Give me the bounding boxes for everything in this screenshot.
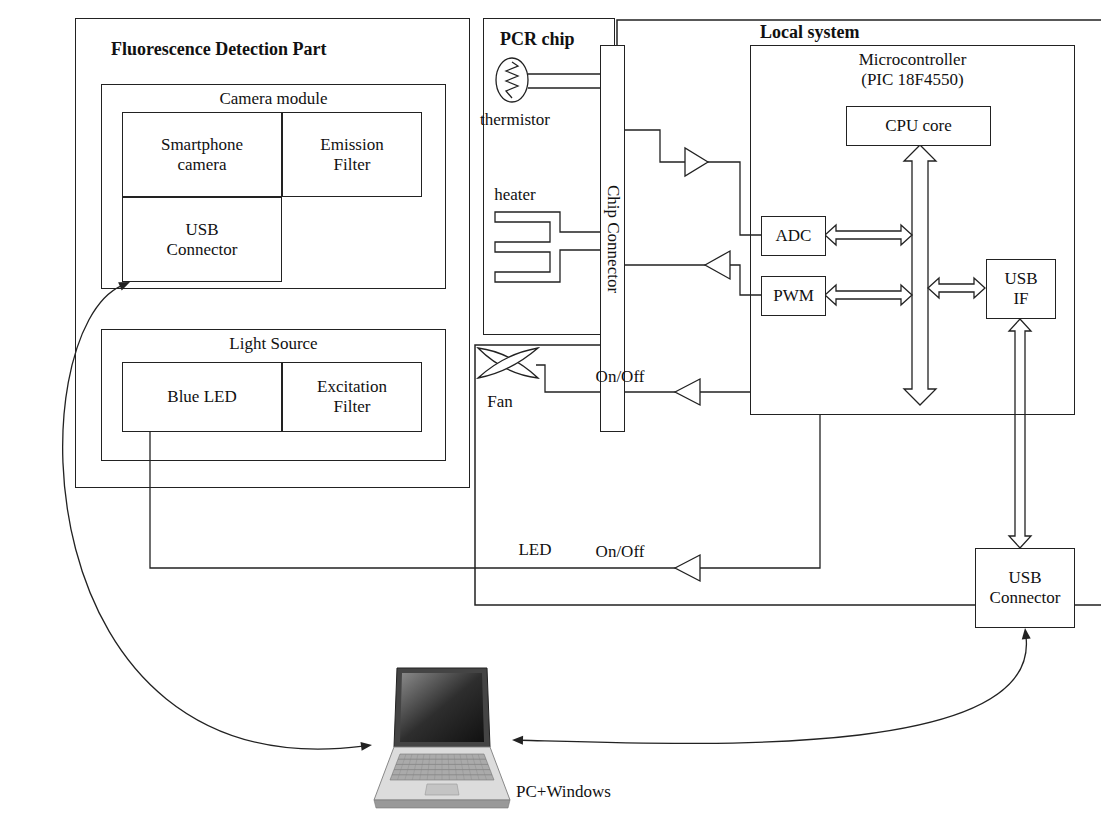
amplifier-group bbox=[675, 148, 730, 581]
part-label: thermistor bbox=[480, 110, 550, 130]
part-label: Fan bbox=[487, 392, 513, 412]
local-system-outline bbox=[475, 20, 1101, 605]
box-label: USB Connector bbox=[985, 568, 1065, 607]
edge-label: On/Off bbox=[594, 542, 647, 562]
block-box: Emission Filter bbox=[282, 112, 422, 197]
box-label: Blue LED bbox=[167, 387, 236, 407]
usb-cable bbox=[521, 637, 1026, 743]
thermistor-symbol bbox=[496, 58, 600, 102]
arrow-head bbox=[1022, 628, 1031, 639]
box-label: Emission Filter bbox=[307, 135, 397, 174]
arrow-head bbox=[361, 742, 372, 751]
group-box: Camera moduleSmartphone camera Emission F… bbox=[101, 84, 446, 289]
arrow-head bbox=[512, 736, 523, 745]
group-heading: Microcontroller (PIC 18F4550) bbox=[848, 50, 978, 89]
box-label: USB IF bbox=[1001, 269, 1041, 308]
part-label: heater bbox=[494, 185, 536, 205]
signal-wire bbox=[625, 265, 761, 295]
box-label: PWM bbox=[773, 286, 814, 306]
arrow-head bbox=[118, 282, 130, 291]
block-box: USB IF bbox=[986, 259, 1056, 319]
box-label: PC+Windows bbox=[516, 782, 611, 802]
box-label: Smartphone camera bbox=[147, 135, 257, 174]
group-heading: Light Source bbox=[102, 334, 445, 354]
block-box: PWM bbox=[761, 276, 826, 316]
usb-cable bbox=[63, 286, 363, 749]
amplifier-symbol bbox=[705, 251, 730, 279]
bus-connector bbox=[1009, 319, 1031, 548]
group-heading: PCR chip bbox=[500, 29, 575, 50]
box-label: CPU core bbox=[885, 116, 952, 136]
amplifier-symbol bbox=[685, 148, 708, 176]
group-heading: Fluorescence Detection Part bbox=[111, 39, 327, 60]
signal-wire bbox=[150, 415, 820, 568]
group-box: Microcontroller (PIC 18F4550) CPU coreADC… bbox=[750, 45, 1075, 415]
group-heading: Camera module bbox=[102, 89, 445, 109]
fan-symbol bbox=[478, 348, 538, 378]
group-box: Light SourceBlue LED Excitation Filter bbox=[101, 329, 446, 461]
block-box: USB Connector bbox=[122, 197, 282, 282]
part-label: LED bbox=[518, 540, 551, 560]
heater-symbol bbox=[495, 212, 600, 282]
group-heading: Local system bbox=[760, 22, 859, 43]
computer-node: PC+Windows bbox=[372, 662, 512, 812]
block-box: ADC bbox=[761, 216, 826, 256]
internal-bus-arrow bbox=[928, 278, 985, 298]
group-box: PCR chip bbox=[483, 18, 615, 335]
signal-wire bbox=[625, 130, 761, 235]
internal-bus-arrow bbox=[904, 145, 936, 405]
block-box: CPU core bbox=[846, 106, 991, 146]
block-box: USB Connector bbox=[975, 548, 1075, 628]
block-box: Smartphone camera bbox=[122, 112, 282, 197]
box-label: Chip Connector bbox=[603, 184, 623, 292]
fan-wire bbox=[536, 365, 750, 392]
internal-bus-arrow bbox=[825, 225, 912, 245]
amplifier-symbol bbox=[675, 379, 700, 405]
box-label: Excitation Filter bbox=[307, 377, 397, 416]
block-box: Blue LED bbox=[122, 362, 282, 432]
box-label: ADC bbox=[776, 226, 812, 246]
internal-bus-arrow bbox=[825, 285, 912, 305]
laptop-icon bbox=[372, 662, 512, 812]
block-box: Excitation Filter bbox=[282, 362, 422, 432]
group-box: Local systemMicrocontroller (PIC 18F4550… bbox=[475, 18, 1101, 605]
box-label: USB Connector bbox=[152, 220, 252, 259]
part-label: On/Off bbox=[596, 367, 645, 387]
amplifier-symbol bbox=[675, 555, 700, 581]
group-box: Fluorescence Detection PartCamera module… bbox=[75, 18, 470, 488]
